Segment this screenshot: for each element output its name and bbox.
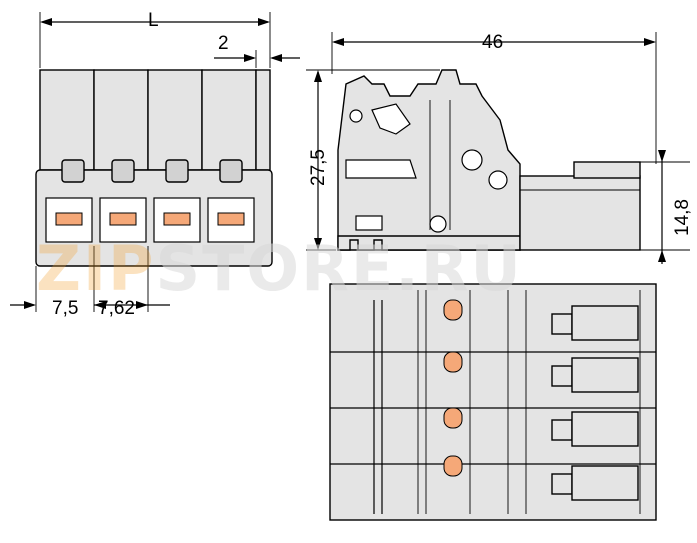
front-upper-blocks xyxy=(39,69,271,171)
dimension-offset: 2 xyxy=(214,33,300,68)
dimension-pin-height-label: 14,8 xyxy=(672,199,693,236)
dimension-width: 46 xyxy=(331,32,657,164)
top-view xyxy=(329,283,657,521)
front-view xyxy=(35,69,273,267)
front-latches xyxy=(61,159,243,183)
dimension-offset-label: 2 xyxy=(218,33,229,54)
dimension-width-label: 46 xyxy=(482,32,503,53)
top-contacts xyxy=(443,299,463,477)
side-view xyxy=(337,69,641,251)
dimension-height: 27,5 xyxy=(306,69,440,251)
dimension-l: L xyxy=(39,10,271,68)
watermark: ZIPSTORE.RU xyxy=(36,232,523,305)
dimension-pitch: 7,5 7,62 xyxy=(10,246,170,319)
dimension-l-label: L xyxy=(148,10,159,31)
top-pin-tips xyxy=(551,305,639,501)
dimension-pitch-label: 7,62 xyxy=(98,298,135,319)
watermark-accent: ZIP xyxy=(36,232,155,305)
svg-text:ZIPSTORE.RU: ZIPSTORE.RU xyxy=(36,232,523,305)
front-contact-windows xyxy=(45,197,255,243)
dimension-height-label: 27,5 xyxy=(308,149,329,186)
watermark-text: STORE.RU xyxy=(155,232,522,305)
dimension-pin-height: 14,8 xyxy=(640,150,693,264)
dimension-edge-label: 7,5 xyxy=(52,298,78,319)
